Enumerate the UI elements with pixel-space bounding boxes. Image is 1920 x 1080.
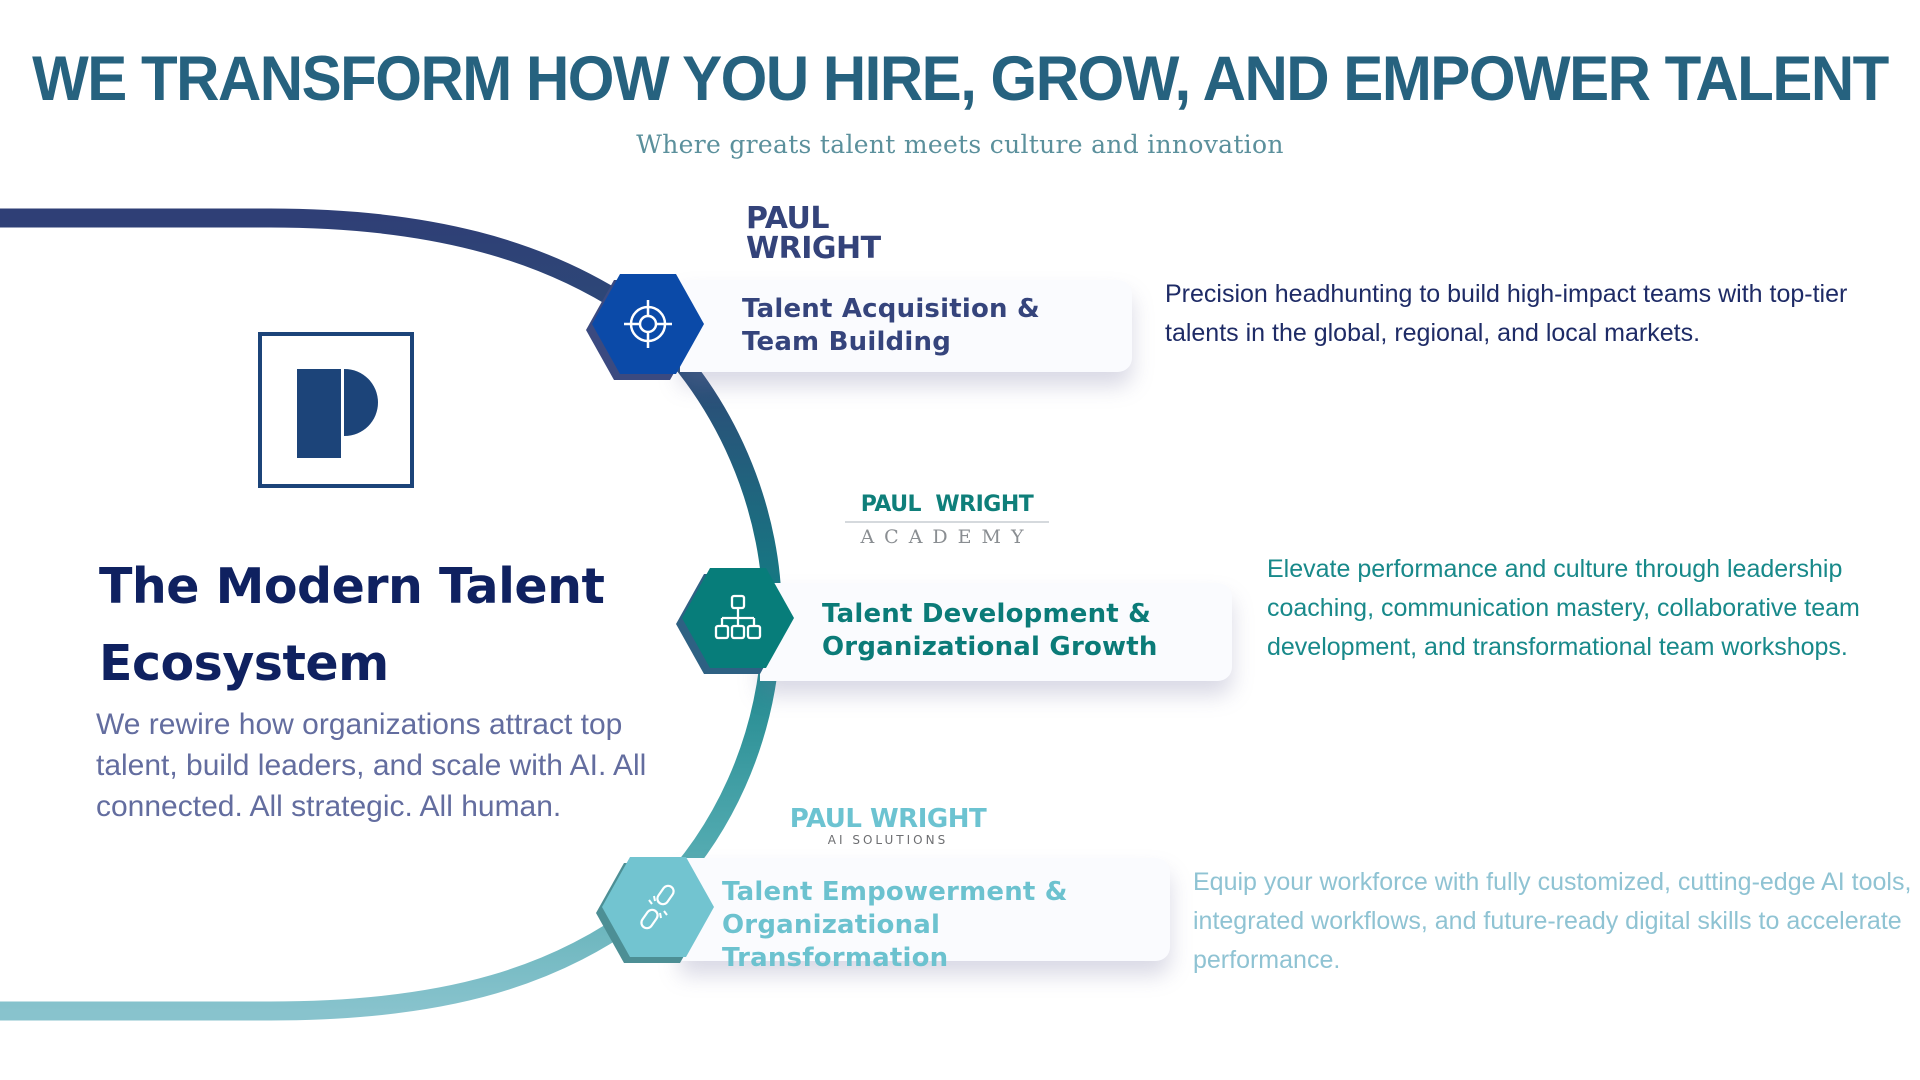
brand-logo-paul-wright-academy: PAUL WRIGHT ACADEMY bbox=[845, 494, 1049, 547]
logo-p-stem bbox=[297, 369, 341, 458]
brand-divider bbox=[845, 521, 1049, 523]
pillar-description-development: Elevate performance and culture through … bbox=[1267, 555, 1860, 661]
pillar-title-line1: Talent Empowerment & bbox=[722, 877, 1068, 907]
pillar-title-line1: Talent Development & bbox=[822, 599, 1152, 629]
pillar-hex-acquisition bbox=[586, 274, 706, 380]
brand-line1: PAUL WRIGHT bbox=[860, 492, 1034, 517]
brand-line1: PAUL bbox=[746, 201, 830, 236]
brand-logo-paul-wright-ai-solutions: PAUL WRIGHT AI SOLUTIONS bbox=[782, 806, 994, 847]
hex-face bbox=[682, 568, 794, 668]
pillar-title: Talent Acquisition & Team Building bbox=[742, 293, 1040, 359]
brand-line2: AI SOLUTIONS bbox=[827, 833, 949, 847]
pillar-title-line1: Talent Acquisition & bbox=[742, 294, 1040, 324]
ecosystem-heading-line2: Ecosystem bbox=[99, 635, 389, 692]
brand-logo-paul-wright: PAUL WRIGHT bbox=[746, 204, 881, 264]
pillar-title: Talent Development & Organizational Grow… bbox=[822, 598, 1158, 664]
main-title: WE TRANSFORM HOW YOU HIRE, GROW, AND EMP… bbox=[32, 43, 1889, 114]
pillar-card-acquisition[interactable]: Talent Acquisition & Team Building bbox=[680, 280, 1132, 372]
pillar-title-line2: Organizational Growth bbox=[822, 632, 1158, 662]
pillar-hex-empowerment bbox=[596, 857, 716, 963]
ecosystem-heading: The Modern Talent Ecosystem bbox=[99, 548, 659, 702]
pillar-title-line2: Team Building bbox=[742, 327, 952, 357]
target-icon bbox=[624, 300, 672, 348]
p-monogram-logo bbox=[258, 332, 414, 488]
logo-p-bowl bbox=[344, 369, 378, 436]
hex-face bbox=[592, 274, 704, 374]
ecosystem-description: We rewire how organizations attract top … bbox=[96, 708, 647, 823]
pillar-title-line2: Organizational Transformation bbox=[722, 910, 949, 973]
brand-line2: ACADEMY bbox=[860, 526, 1034, 548]
pillar-title: Talent Empowerment & Organizational Tran… bbox=[722, 876, 1170, 975]
org-chart-icon bbox=[714, 594, 762, 640]
brand-line2: WRIGHT bbox=[746, 231, 881, 266]
flow-top-line bbox=[0, 208, 631, 313]
pillar-card-empowerment[interactable]: Talent Empowerment & Organizational Tran… bbox=[680, 858, 1170, 973]
hex-face bbox=[602, 857, 714, 957]
pillar-card-development[interactable]: Talent Development & Organizational Grow… bbox=[760, 583, 1232, 681]
broken-link-icon bbox=[640, 884, 675, 930]
ecosystem-heading-line1: The Modern Talent bbox=[99, 558, 605, 615]
pillar-hex-development bbox=[676, 568, 796, 674]
flow-bottom-line bbox=[0, 897, 656, 1021]
pillar-description-empowerment: Equip your workforce with fully customiz… bbox=[1193, 868, 1912, 974]
pillar-description-acquisition: Precision headhunting to build high-impa… bbox=[1165, 280, 1848, 347]
brand-line1: PAUL WRIGHT bbox=[789, 804, 987, 834]
subtitle: Where greats talent meets culture and in… bbox=[636, 130, 1284, 159]
